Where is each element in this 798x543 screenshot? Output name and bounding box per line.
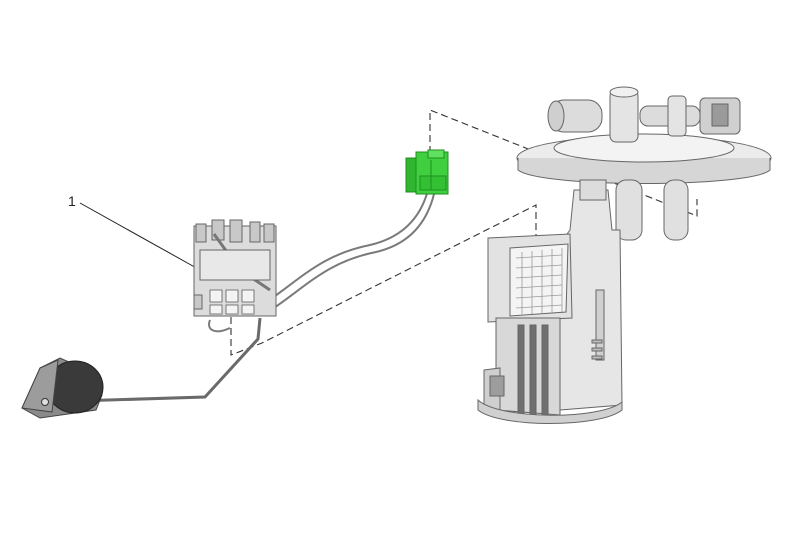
fuel-level-sender (193, 219, 277, 317)
harness-wires (208, 189, 435, 333)
harness-connector-highlighted (405, 149, 449, 195)
float-arm (44, 317, 262, 404)
dashed-guide-sender (230, 204, 537, 356)
float (21, 357, 104, 419)
fuel-pump-module (477, 86, 772, 424)
dashed-guide-lines (230, 109, 698, 356)
callout-leader-line (79, 202, 201, 271)
callout-label-1: 1 (68, 193, 76, 209)
